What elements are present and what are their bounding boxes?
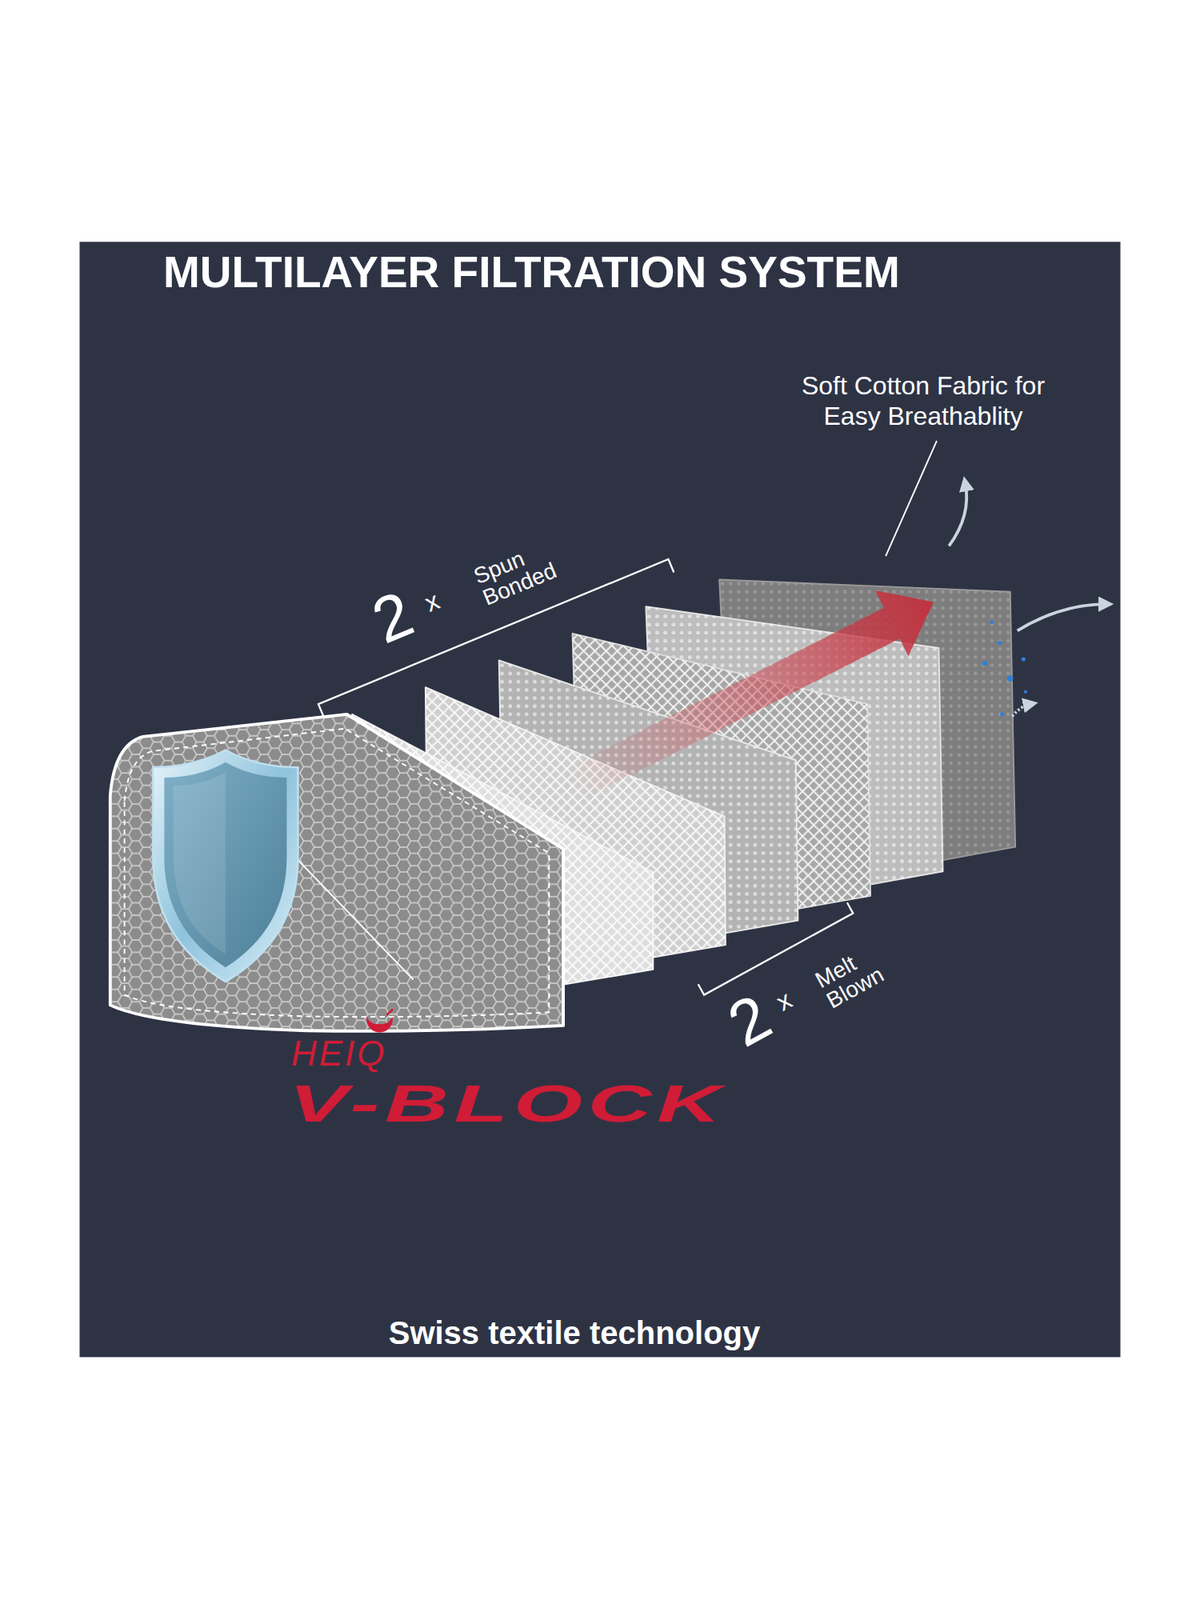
title: MULTILAYER FILTRATION SYSTEM	[163, 250, 900, 295]
label-wrap: HEIQ	[291, 1036, 388, 1072]
droplet	[1007, 675, 1014, 682]
shield-rim	[152, 750, 298, 983]
droplet	[990, 620, 995, 625]
label-wrap: 2	[364, 581, 422, 655]
layer-name: Spun Bonded	[470, 536, 560, 610]
logo-tick	[386, 1008, 393, 1016]
label-wrap: Spun Bonded	[470, 536, 560, 610]
label-wrap: x	[420, 587, 443, 616]
front-mask-layer	[110, 714, 564, 1032]
stitch-line	[124, 728, 550, 1017]
logo-crescent	[367, 1019, 392, 1032]
layer-count: 2	[364, 581, 422, 655]
shield-icon	[152, 750, 298, 983]
layer-count: 2	[718, 984, 781, 1058]
shield-face	[164, 762, 287, 968]
multiplier-sign: x	[420, 587, 443, 616]
mask-sheet	[110, 714, 564, 1032]
breath-arrow	[1017, 604, 1107, 631]
shield-shine	[173, 772, 226, 955]
droplet	[997, 640, 1002, 645]
brand-name: HEIQ	[291, 1036, 388, 1072]
dark-panel	[79, 241, 1120, 1357]
label-wrap: Swiss textile technology	[388, 1316, 761, 1349]
droplet	[982, 660, 988, 666]
airflow-arrow	[555, 569, 951, 820]
title-wrap: MULTILAYER FILTRATION SYSTEM	[163, 250, 900, 295]
droplet	[1021, 656, 1026, 661]
leader-line	[885, 440, 937, 556]
callout-text: Soft Cotton Fabric for Easy Breathablity	[779, 370, 1068, 432]
label-wrap: x	[772, 986, 796, 1016]
droplets	[982, 620, 1028, 717]
brand-tagline: Swiss textile technology	[388, 1316, 761, 1349]
label-wrap: 2	[718, 984, 781, 1058]
breath-arrow	[948, 484, 967, 547]
multiplier-sign: x	[772, 986, 796, 1016]
hex-texture	[110, 714, 564, 1032]
droplet	[1024, 690, 1028, 694]
label-wrap: V-BLOCK	[288, 1077, 547, 1130]
label-wrap: Melt Blown	[811, 942, 888, 1013]
airflow-arrow-shape	[555, 569, 951, 820]
brand-product: V-BLOCK	[288, 1077, 727, 1130]
breath-arrow	[1012, 704, 1031, 716]
label-wrap: Soft Cotton Fabric for Easy Breathablity	[779, 370, 1068, 432]
layer-name: Melt Blown	[811, 942, 888, 1013]
droplet	[1000, 712, 1004, 716]
